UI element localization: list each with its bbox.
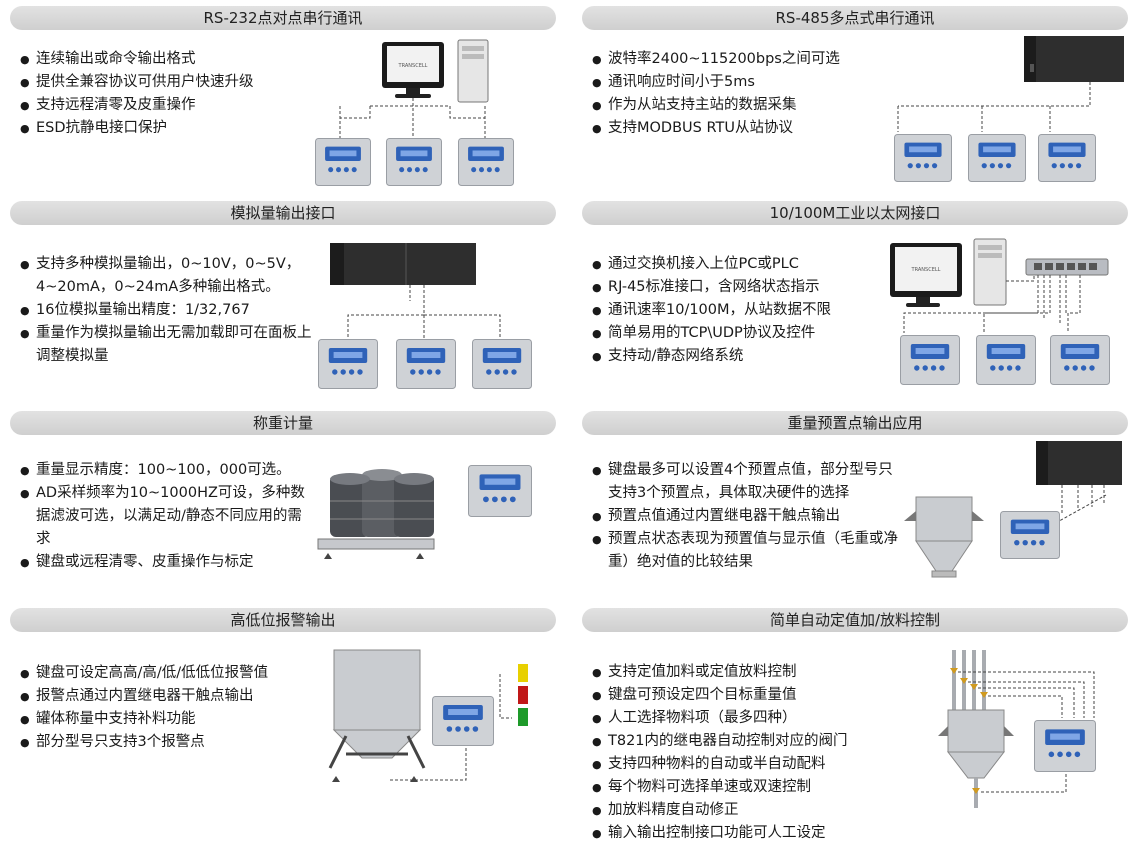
list-item: 通讯响应时间小于5ms (592, 71, 892, 94)
signal-tower-icon (518, 664, 528, 726)
section-setpoint: 重量预置点输出应用 键盘最多可以设置4个预置点值，部分型号只支持3个预置点，具体… (582, 411, 1130, 591)
feature-list: 支持多种模拟量输出，0~10V，0~5V，4~20mA，0~24mA多种输出格式… (20, 253, 320, 368)
indicator-icon (468, 465, 532, 517)
batching-diagram (938, 650, 1095, 808)
rs485-diagram (897, 36, 1124, 132)
feature-list: 键盘可设定高高/高/低/低低位报警值 报警点通过内置继电器干触点输出 罐体称量中… (20, 662, 320, 754)
list-item: AD采样频率为10~1000HZ可设，多种数据滤波可选，以满足动/静态不同应用的… (20, 482, 308, 551)
list-item: 预置点状态表现为预置值与显示值（毛重或净重）绝对值的比较结果 (592, 528, 900, 574)
list-item: 部分型号只支持3个报警点 (20, 731, 320, 754)
indicator-icon (472, 339, 532, 389)
plc-icon (1024, 36, 1124, 82)
list-item: 键盘可预设定四个目标重量值 (592, 684, 892, 707)
list-item: 支持四种物料的自动或半自动配料 (592, 753, 892, 776)
list-item: 支持动/静态网络系统 (592, 345, 892, 368)
indicator-icon (318, 339, 378, 389)
list-item: 支持远程清零及皮重操作 (20, 94, 320, 117)
monitor-brand: TRANSCELL (911, 267, 941, 273)
section-title: RS-485多点式串行通讯 (582, 6, 1128, 30)
list-item: 波特率2400~115200bps之间可选 (592, 48, 892, 71)
list-item: 输入输出控制接口功能可人工设定 (592, 822, 892, 845)
section-title: 称重计量 (10, 411, 556, 435)
indicator-icon (1050, 335, 1110, 385)
indicator-icon (315, 138, 371, 186)
monitor-icon: TRANSCELL (382, 42, 444, 98)
list-item: 作为从站支持主站的数据采集 (592, 94, 892, 117)
list-item: 罐体称量中支持补料功能 (20, 708, 320, 731)
monitor-brand: TRANSCELL (398, 63, 428, 69)
rs232-diagram: TRANSCELL (339, 39, 489, 138)
silo-icon (328, 649, 426, 782)
indicator-icon (976, 335, 1036, 385)
hopper-icon (904, 496, 984, 578)
pc-tower-icon (973, 238, 1007, 306)
indicator-icon (900, 335, 960, 385)
list-item: 加放料精度自动修正 (592, 799, 892, 822)
list-item: 支持MODBUS RTU从站协议 (592, 117, 892, 140)
section-title: 简单自动定值加/放料控制 (582, 608, 1128, 632)
list-item: 每个物料可选择单速或双速控制 (592, 776, 892, 799)
plc-icon (330, 243, 476, 285)
list-item: T821内的继电器自动控制对应的阀门 (592, 730, 892, 753)
indicator-icon (386, 138, 442, 186)
list-item: 通过交换机接入上位PC或PLC (592, 253, 892, 276)
list-item: 键盘可设定高高/高/低/低低位报警值 (20, 662, 320, 685)
feature-list: 连续输出或命令输出格式 提供全兼容协议可供用户快速升级 支持远程清零及皮重操作 … (20, 48, 320, 140)
section-rs485: RS-485多点式串行通讯 波特率2400~115200bps之间可选 通讯响应… (582, 6, 1130, 196)
list-item: 重量作为模拟量输出无需加载即可在面板上调整模拟量 (20, 322, 320, 368)
indicator-icon (1034, 720, 1096, 772)
indicator-icon (894, 134, 952, 182)
list-item: 通讯速率10/100M，从站数据不限 (592, 299, 892, 322)
list-item: 支持多种模拟量输出，0~10V，0~5V，4~20mA，0~24mA多种输出格式… (20, 253, 320, 299)
section-batching: 简单自动定值加/放料控制 支持定值加料或定值放料控制 键盘可预设定四个目标重量值… (582, 608, 1130, 845)
list-item: 简单易用的TCP\UDP协议及控件 (592, 322, 892, 345)
pc-tower-icon (457, 39, 489, 103)
list-item: 支持定值加料或定值放料控制 (592, 661, 892, 684)
list-item: 连续输出或命令输出格式 (20, 48, 320, 71)
list-item: 预置点值通过内置继电器干触点输出 (592, 505, 900, 528)
section-title: 重量预置点输出应用 (582, 411, 1128, 435)
indicator-icon (1000, 511, 1060, 559)
monitor-icon: TRANSCELL (890, 243, 962, 307)
list-item: ESD抗静电接口保护 (20, 117, 320, 140)
list-item: 键盘或远程清零、皮重操作与标定 (20, 551, 308, 574)
weighing-diagram (317, 469, 435, 559)
list-item: 人工选择物料项（最多四种） (592, 707, 892, 730)
section-ethernet: 10/100M工业以太网接口 通过交换机接入上位PC或PLC RJ-45标准接口… (582, 201, 1130, 401)
list-item: 键盘最多可以设置4个预置点值，部分型号只支持3个预置点，具体取决硬件的选择 (592, 459, 900, 505)
scale-platform-icon (317, 538, 435, 559)
feature-list: 键盘最多可以设置4个预置点值，部分型号只支持3个预置点，具体取决硬件的选择 预置… (592, 459, 900, 574)
section-rs232: RS-232点对点串行通讯 连续输出或命令输出格式 提供全兼容协议可供用户快速升… (10, 6, 558, 196)
feature-list: 支持定值加料或定值放料控制 键盘可预设定四个目标重量值 人工选择物料项（最多四种… (592, 661, 892, 845)
indicator-icon (968, 134, 1026, 182)
barrels-icon (330, 469, 434, 537)
alarm-diagram (328, 649, 528, 782)
feature-list: 波特率2400~115200bps之间可选 通讯响应时间小于5ms 作为从站支持… (592, 48, 892, 140)
section-title: 高低位报警输出 (10, 608, 556, 632)
feature-list: 通过交换机接入上位PC或PLC RJ-45标准接口，含网络状态指示 通讯速率10… (592, 253, 892, 368)
section-analog: 模拟量输出接口 支持多种模拟量输出，0~10V，0~5V，4~20mA，0~24… (10, 201, 558, 401)
list-item: 提供全兼容协议可供用户快速升级 (20, 71, 320, 94)
list-item: RJ-45标准接口，含网络状态指示 (592, 276, 892, 299)
indicator-icon (432, 696, 494, 746)
section-title: RS-232点对点串行通讯 (10, 6, 556, 30)
indicator-icon (1038, 134, 1096, 182)
section-title: 模拟量输出接口 (10, 201, 556, 225)
list-item: 16位模拟量输出精度：1/32,767 (20, 299, 320, 322)
feature-list: 重量显示精度：100~100，000可选。 AD采样频率为10~1000HZ可设… (20, 459, 308, 574)
switch-icon (1025, 258, 1109, 276)
analog-diagram (330, 243, 501, 341)
list-item: 重量显示精度：100~100，000可选。 (20, 459, 308, 482)
indicator-icon (458, 138, 514, 186)
section-title: 10/100M工业以太网接口 (582, 201, 1128, 225)
feed-pipes-icon (950, 650, 988, 710)
section-weighing: 称重计量 重量显示精度：100~100，000可选。 AD采样频率为10~100… (10, 411, 558, 591)
plc-icon (1036, 441, 1122, 485)
indicator-icon (396, 339, 456, 389)
hopper-icon (938, 709, 1014, 808)
section-alarm: 高低位报警输出 键盘可设定高高/高/低/低低位报警值 报警点通过内置继电器干触点… (10, 608, 558, 828)
ethernet-diagram: TRANSCELL (890, 238, 1109, 333)
list-item: 报警点通过内置继电器干触点输出 (20, 685, 320, 708)
setpoint-diagram (904, 441, 1122, 578)
